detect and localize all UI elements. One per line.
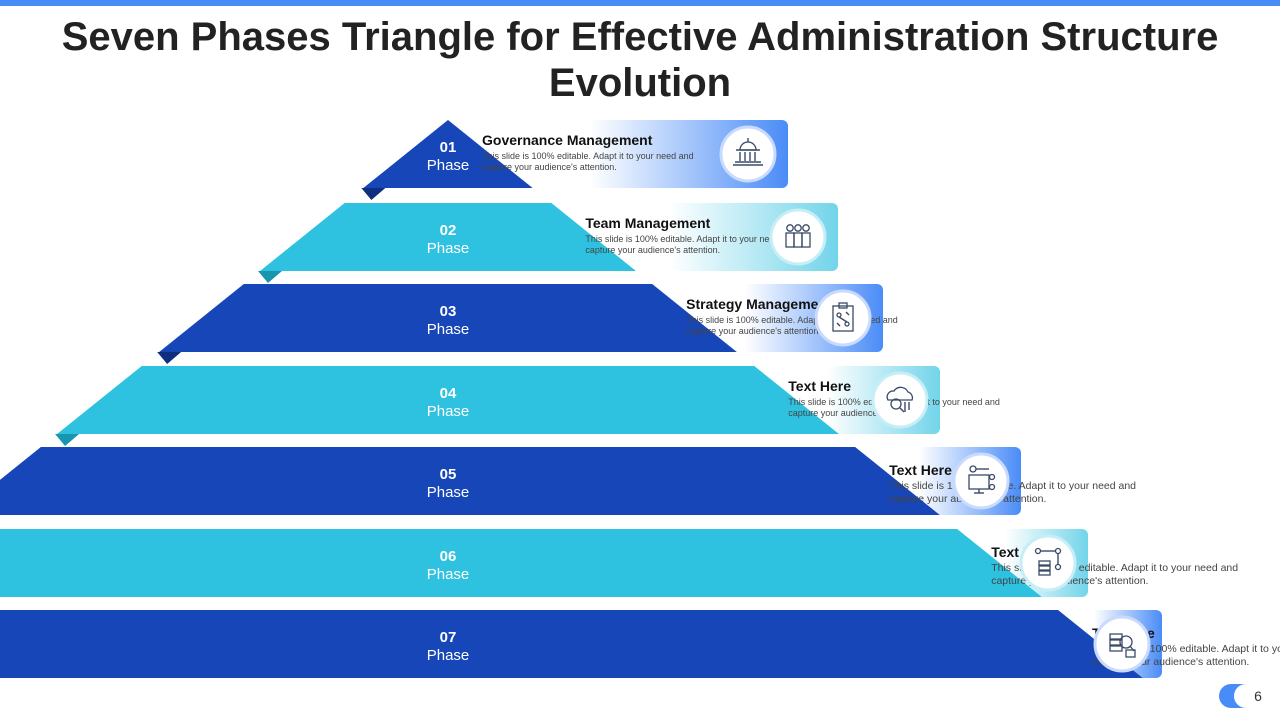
phase-trapezoid	[57, 366, 839, 434]
phase-title: Text Here	[889, 462, 952, 478]
slide-title: Seven Phases Triangle for Effective Admi…	[61, 15, 1219, 105]
phase-number: 07	[440, 629, 457, 646]
phase-label: Phase	[427, 566, 470, 583]
phase-description: capture your audience's attention.	[585, 245, 720, 255]
phase-trapezoid	[363, 120, 533, 188]
phase-fold	[157, 352, 182, 364]
phase-title: Team Management	[585, 215, 710, 231]
monitor-settings-icon	[952, 452, 1010, 510]
phase-title: Text Here	[788, 378, 851, 394]
phase-fold	[258, 271, 283, 283]
phase-label: Phase	[427, 321, 470, 338]
phase-number: 05	[440, 466, 457, 483]
phase-description: capture your audience's attention.	[788, 408, 923, 418]
phase-description: This slide is 100% editable. Adapt it to…	[585, 234, 797, 244]
phase-description: capture your audience's attention.	[482, 162, 617, 172]
phase-trapezoid	[0, 447, 940, 515]
phase-trapezoid	[0, 529, 1042, 597]
phase-number: 02	[440, 222, 457, 239]
data-network-icon	[1019, 534, 1077, 592]
page-number-badge-inner	[1234, 684, 1280, 708]
database-search-icon	[1093, 615, 1151, 673]
capitol-building-icon	[719, 125, 777, 183]
page-number: 6	[1254, 688, 1262, 704]
team-people-icon	[769, 208, 827, 266]
phase-title: Governance Management	[482, 132, 653, 148]
phase-banner	[428, 120, 788, 188]
phase-number: 06	[440, 548, 457, 565]
phase-label: Phase	[427, 484, 470, 501]
strategy-clipboard-icon	[814, 289, 872, 347]
phase-label: Phase	[427, 157, 470, 174]
phase-label: Phase	[427, 403, 470, 420]
cloud-network-search-icon	[871, 371, 929, 429]
phase-trapezoid	[0, 610, 1143, 678]
phase-description: This slide is 100% editable. Adapt it to…	[482, 151, 694, 161]
phase-description: This slide is 100% editable. Adapt it to…	[889, 480, 1136, 492]
phase-trapezoid	[159, 284, 737, 352]
phase-fold	[55, 434, 80, 446]
phase-label: Phase	[427, 647, 470, 664]
phase-description: capture your audience's attention.	[686, 326, 821, 336]
phase-fold	[361, 188, 386, 200]
phase-title: Strategy Management	[686, 296, 832, 312]
phase-trapezoid	[260, 203, 636, 271]
phase-number: 04	[440, 385, 457, 402]
phase-number: 01	[440, 139, 457, 156]
phase-label: Phase	[427, 240, 470, 257]
phase-description: This slide is 100% editable. Adapt it to…	[686, 315, 898, 325]
phase-number: 03	[440, 303, 457, 320]
top-accent-bar	[0, 0, 1280, 6]
